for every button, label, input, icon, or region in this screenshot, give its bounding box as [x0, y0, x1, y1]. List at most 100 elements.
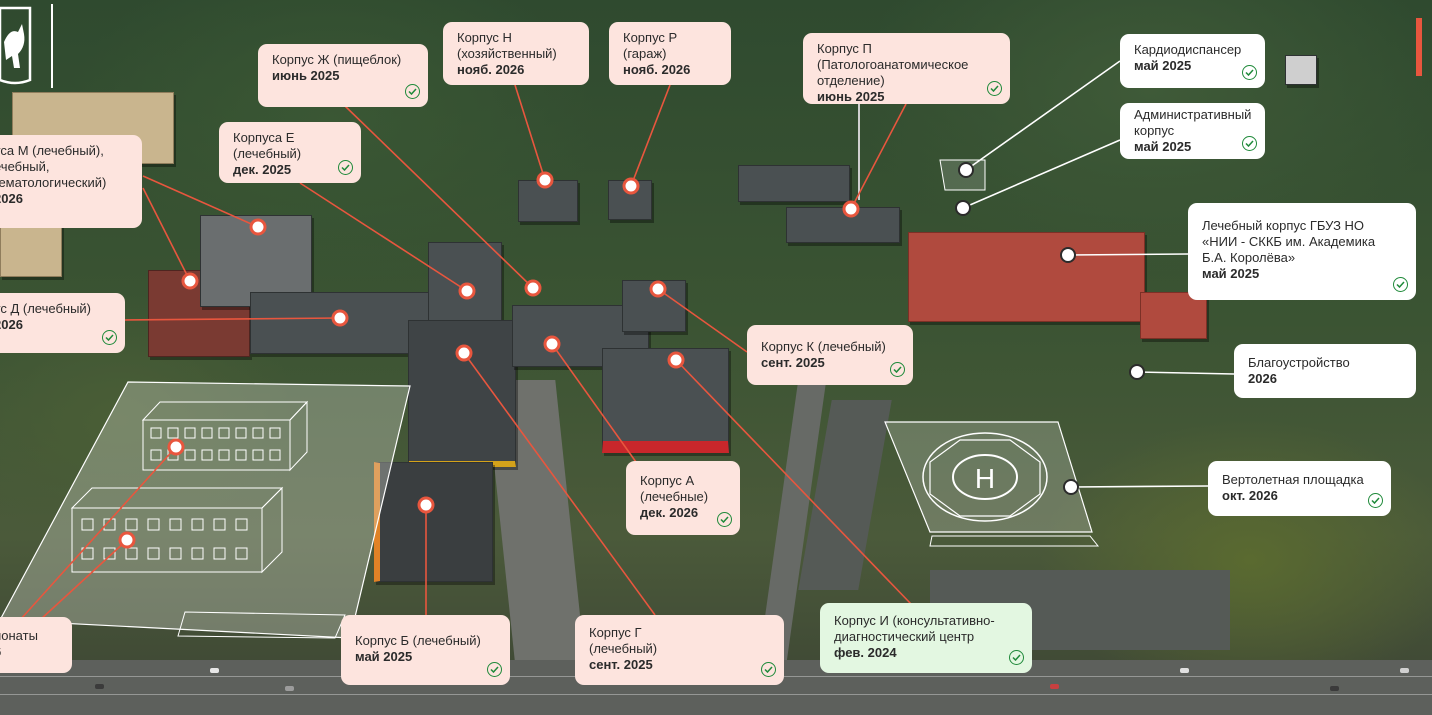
callout-title: Корпус Г (лечебный) — [589, 625, 658, 656]
building-main-hospital — [908, 232, 1145, 322]
radio-tower — [858, 70, 860, 200]
callout-date: 2026 — [1248, 371, 1277, 386]
callout-korpus-b[interactable]: Корпус Б (лечебный) май 2025 — [341, 615, 510, 685]
callout-title: Корпус К (лечебный) — [761, 339, 886, 354]
callout-pansionaty[interactable]: ионаты 6 — [0, 617, 72, 673]
callout-title: ионаты — [0, 628, 38, 643]
callout-title: Корпус Б (лечебный) — [355, 633, 481, 648]
marker-k[interactable] — [649, 280, 667, 298]
check-icon — [102, 330, 117, 345]
callout-date: нояб. 2026 — [623, 62, 691, 77]
deer-emblem-icon — [0, 6, 32, 85]
leader-lines-white — [962, 60, 1235, 488]
check-icon — [1242, 136, 1257, 151]
leader-lines-red — [19, 84, 913, 621]
marker-zh[interactable] — [524, 279, 542, 297]
markers-white — [955, 162, 1145, 495]
marker-main[interactable] — [1060, 247, 1076, 263]
car — [1400, 668, 1409, 673]
callout-date: июнь 2025 — [817, 89, 885, 104]
house — [1285, 55, 1317, 85]
callout-date: 2026 — [0, 317, 23, 332]
car — [285, 686, 294, 691]
callout-date: май 2025 — [355, 649, 413, 664]
callout-korpus-p[interactable]: Корпус П (Патологоанатомическое отделени… — [803, 33, 1010, 104]
callout-korpus-g[interactable]: Корпус Г (лечебный) сент. 2025 — [575, 615, 784, 685]
planned-building-1 — [141, 400, 309, 472]
callout-korpus-e[interactable]: Корпуса Е (лечебный) дек. 2025 — [219, 122, 361, 183]
marker-i[interactable] — [667, 351, 685, 369]
marker-d[interactable] — [331, 309, 349, 327]
callout-date: май 2025 — [1202, 266, 1260, 281]
building-a — [602, 348, 729, 453]
callout-title: Благоустройство — [1248, 355, 1350, 370]
callout-korpus-a[interactable]: Корпус А (лечебные) дек. 2026 — [626, 461, 740, 535]
car — [1330, 686, 1339, 691]
callout-title: Корпус Ж (пищеблок) — [272, 52, 402, 67]
callout-korpus-zh[interactable]: Корпус Ж (пищеблок) июнь 2025 — [258, 44, 428, 107]
callout-landscape[interactable]: Благоустройство 2026 — [1234, 344, 1416, 398]
callout-title: Корпус И (консультативно- диагностически… — [834, 613, 995, 644]
planned-area-hatch — [177, 611, 346, 639]
check-icon — [1242, 65, 1257, 80]
marker-p[interactable] — [842, 200, 860, 218]
marker-landscape[interactable] — [1129, 364, 1145, 380]
callout-date: дек. 2026 — [640, 505, 699, 520]
helipad: H — [884, 421, 1100, 547]
check-icon — [405, 84, 420, 99]
callout-date: май 2025 — [1134, 139, 1192, 154]
car — [1180, 668, 1189, 673]
callout-cardio[interactable]: Кардиодиспансер май 2025 — [1120, 34, 1265, 88]
marker-r[interactable] — [622, 177, 640, 195]
building-top — [738, 165, 850, 202]
callout-main-hospital[interactable]: Лечебный корпус ГБУЗ НО «НИИ - СККБ им. … — [1188, 203, 1416, 300]
check-icon — [890, 362, 905, 377]
callout-date: май 2025 — [1134, 58, 1192, 73]
marker-n[interactable] — [536, 171, 554, 189]
marker-e2[interactable] — [458, 282, 476, 300]
callout-korpus-d[interactable]: ус Д (лечебный) 2026 — [0, 293, 125, 353]
check-icon — [1393, 277, 1408, 292]
callout-title: ус Д (лечебный) — [0, 301, 92, 316]
marker-m[interactable] — [181, 272, 199, 290]
callout-date: сент. 2025 — [589, 657, 653, 672]
markers-red — [118, 171, 860, 549]
callout-title: Административный корпус — [1134, 107, 1252, 138]
marker-admin[interactable] — [955, 200, 971, 216]
marker-b[interactable] — [417, 496, 435, 514]
callout-title: Корпуса Е (лечебный) — [233, 130, 302, 161]
callout-date: нояб. 2026 — [457, 62, 525, 77]
callout-korpus-m[interactable]: уса М (лечебный), ечебный, гематологичес… — [0, 135, 142, 228]
marker-g[interactable] — [455, 344, 473, 362]
helipad-letter: H — [975, 463, 995, 494]
marker-pans-1[interactable] — [167, 438, 185, 456]
callout-korpus-n[interactable]: Корпус Н (хозяйственный) нояб. 2026 — [443, 22, 589, 85]
check-icon — [717, 512, 732, 527]
callout-korpus-i[interactable]: Корпус И (консультативно- диагностически… — [820, 603, 1032, 673]
callout-date: июнь 2025 — [272, 68, 340, 83]
check-icon — [761, 662, 776, 677]
car — [95, 684, 104, 689]
callout-title: Кардиодиспансер — [1134, 42, 1242, 57]
callout-korpus-r[interactable]: Корпус Р (гараж) нояб. 2026 — [609, 22, 731, 85]
marker-a[interactable] — [543, 335, 561, 353]
check-icon — [987, 81, 1002, 96]
callout-title: Корпус П (Патологоанатомическое отделени… — [817, 41, 969, 88]
callout-date: окт. 2026 — [1222, 488, 1278, 503]
marker-heli[interactable] — [1063, 479, 1079, 495]
callout-title: уса М (лечебный), ечебный, гематологичес… — [0, 143, 107, 190]
check-icon — [487, 662, 502, 677]
callout-korpus-k[interactable]: Корпус К (лечебный) сент. 2025 — [747, 325, 913, 385]
building-b — [374, 462, 493, 582]
callout-helipad[interactable]: Вертолетная площадка окт. 2026 — [1208, 461, 1391, 516]
callout-title: Лечебный корпус ГБУЗ НО «НИИ - СККБ им. … — [1202, 218, 1376, 265]
callout-title: Корпус А (лечебные) — [640, 473, 709, 504]
callout-admin[interactable]: Административный корпус май 2025 — [1120, 103, 1265, 159]
marker-cardio[interactable] — [958, 162, 974, 178]
callout-date: 6 — [0, 644, 58, 660]
marker-e[interactable] — [249, 218, 267, 236]
marker-pans-2[interactable] — [118, 531, 136, 549]
callout-date: дек. 2025 — [233, 162, 292, 177]
